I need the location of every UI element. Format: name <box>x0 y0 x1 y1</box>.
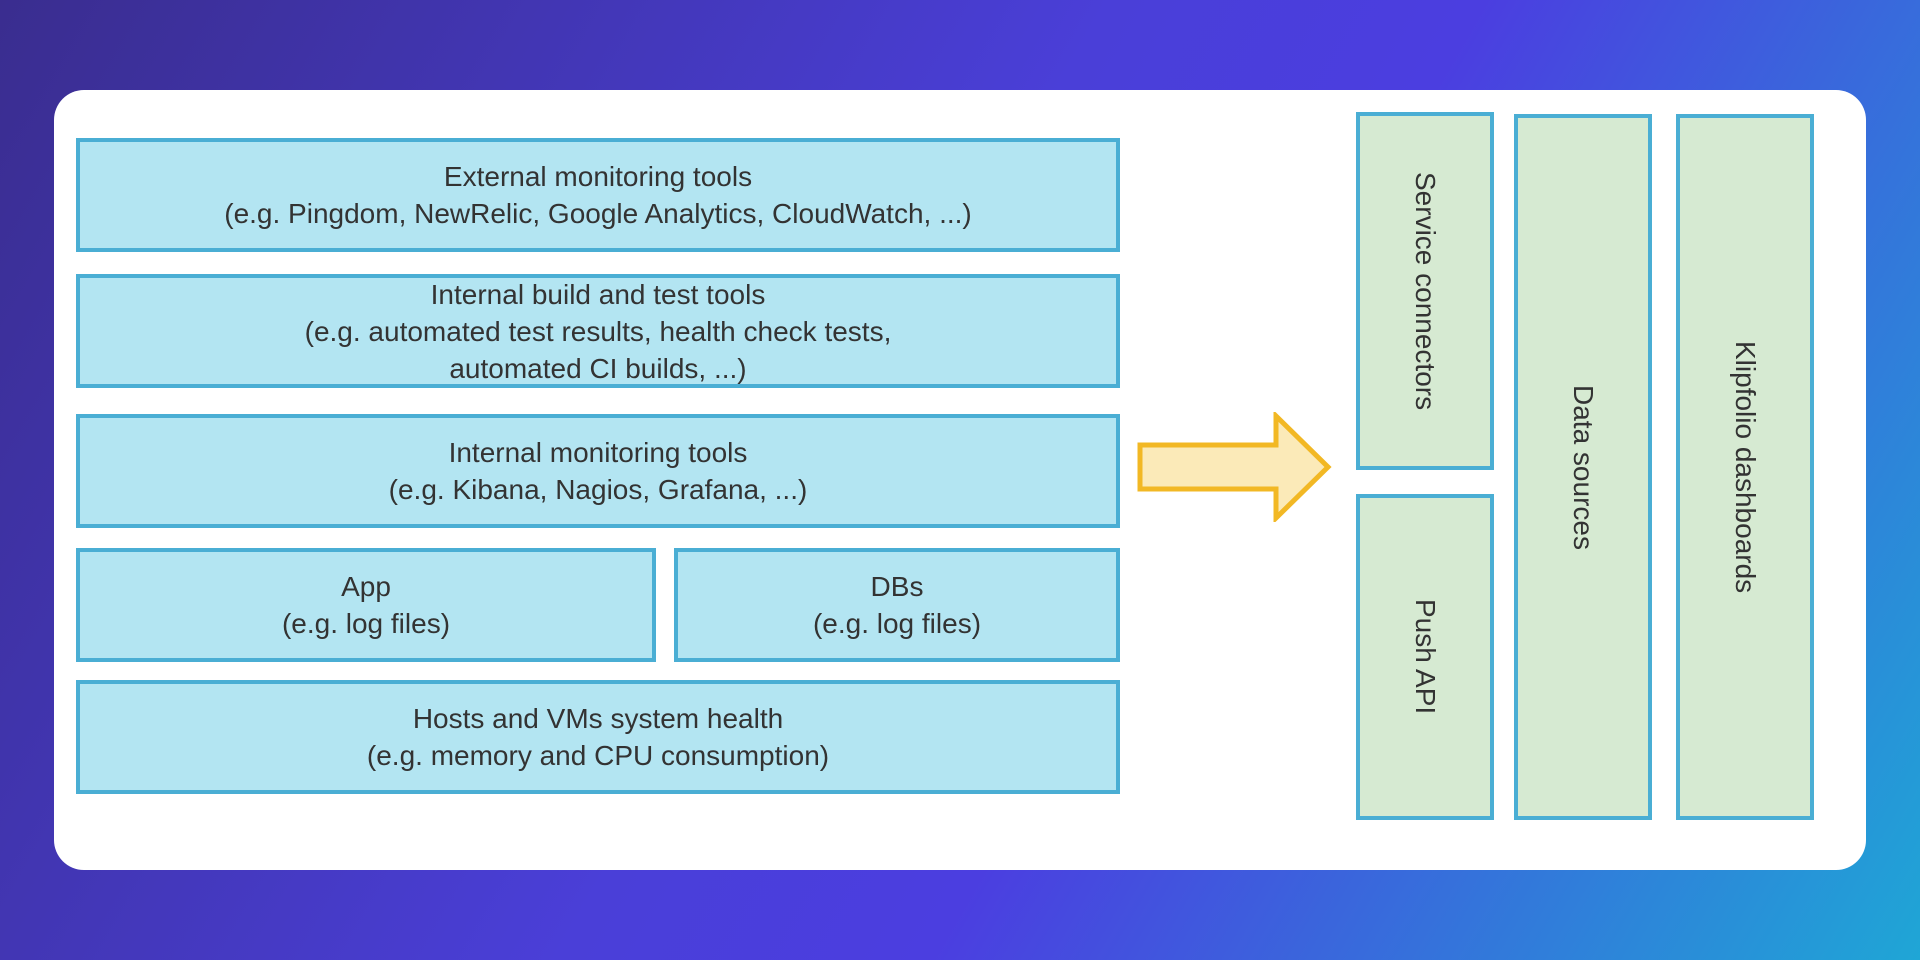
klipfolio-dashboards-label: Klipfolio dashboards <box>1730 340 1761 594</box>
layer-hosts-vms: Hosts and VMs system health (e.g. memory… <box>76 680 1120 794</box>
push-api-label: Push API <box>1410 599 1441 715</box>
layer-internal-build-test: Internal build and test tools (e.g. auto… <box>76 274 1120 388</box>
layer-detail: (e.g. Pingdom, NewRelic, Google Analytic… <box>224 198 972 229</box>
right-arrow-icon <box>1137 412 1332 522</box>
layer-internal-monitoring: Internal monitoring tools (e.g. Kibana, … <box>76 414 1120 528</box>
layer-dbs: DBs (e.g. log files) <box>674 548 1120 662</box>
data-sources-label: Data sources <box>1568 384 1599 550</box>
layer-detail: (e.g. automated test results, health che… <box>304 315 892 347</box>
layer-detail: automated CI builds, ...) <box>449 352 747 384</box>
diagram-card: External monitoring tools (e.g. Pingdom,… <box>54 90 1866 870</box>
layer-title: External monitoring tools <box>443 161 753 192</box>
push-api-box: Push API <box>1356 494 1494 820</box>
layer-title: Internal monitoring tools <box>448 437 748 468</box>
service-connectors-box: Service connectors <box>1356 112 1494 470</box>
layer-app: App (e.g. log files) <box>76 548 656 662</box>
layer-detail: (e.g. Kibana, Nagios, Grafana, ...) <box>388 474 808 505</box>
layer-detail: (e.g. log files) <box>812 608 982 639</box>
layer-detail: (e.g. log files) <box>281 608 451 639</box>
layer-external-monitoring: External monitoring tools (e.g. Pingdom,… <box>76 138 1120 252</box>
layer-title: Internal build and test tools <box>430 278 766 310</box>
layer-title: Hosts and VMs system health <box>412 703 784 734</box>
layer-detail: (e.g. memory and CPU consumption) <box>366 740 830 771</box>
layer-title: DBs <box>870 571 924 602</box>
data-sources-box: Data sources <box>1514 114 1652 820</box>
service-connectors-label: Service connectors <box>1410 171 1441 411</box>
layer-title: App <box>341 571 391 602</box>
klipfolio-dashboards-box: Klipfolio dashboards <box>1676 114 1814 820</box>
